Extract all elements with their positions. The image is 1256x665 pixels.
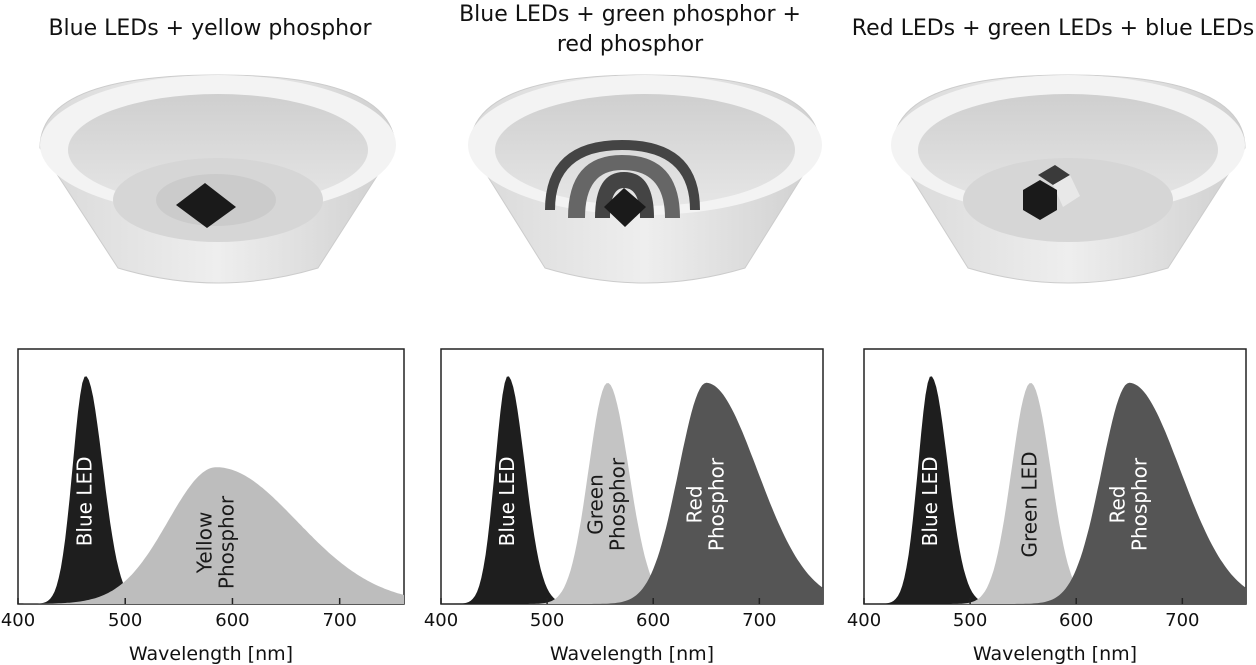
x-axis-label-3: Wavelength [nm] [973, 643, 1137, 665]
peak-label-2-3: RedPhosphor [682, 457, 728, 551]
peak-label-3-1: Blue LED [918, 457, 942, 547]
tick-label-1-2: 500 [108, 610, 142, 631]
spectrum-peak-2-3 [441, 382, 823, 604]
x-axis-label-2: Wavelength [nm] [550, 643, 714, 665]
spectrum-peak-1-2 [18, 467, 404, 604]
led-chip-blue-2 [604, 188, 646, 227]
reflector-cup-3 [891, 74, 1246, 284]
panel-title-3: Red LEDs + green LEDs + blue LEDs [851, 16, 1255, 41]
spectrum-peak-3-2 [864, 383, 1246, 604]
spectrum-peak-3-1 [864, 376, 1246, 604]
spectrum-peak-2-1 [441, 376, 823, 604]
peak-label-2-2: GreenPhosphor [584, 457, 630, 551]
spectra-charts: Blue LED YellowPhosphor 400 500 600 700Wavele… [1, 348, 1247, 665]
tick-label-1-4: 700 [322, 610, 356, 631]
reflector-cup-1 [39, 74, 396, 284]
spectrum-peak-1-1 [18, 376, 404, 604]
reflector-cup-2 [468, 74, 822, 284]
led-chip-blue-1 [176, 183, 236, 228]
panel-title-1: Blue LEDs + yellow phosphor [48, 16, 372, 41]
peak-label-2-1: Blue LED [495, 457, 519, 547]
spectrum-peak-2-2 [441, 383, 823, 604]
peak-label-3-2: Green LED [1018, 451, 1042, 557]
peak-label-1-1: Blue LED [73, 457, 97, 547]
tick-label-2-4: 700 [742, 610, 776, 631]
led-chip-green-3 [1053, 175, 1080, 207]
tick-label-3-4: 700 [1165, 610, 1199, 631]
tick-label-3-2: 500 [953, 610, 987, 631]
panel-title-2-line-2: red phosphor [556, 32, 704, 57]
peak-label-1-2: YellowPhosphor [192, 495, 238, 589]
tick-label-3-1: 400 [847, 610, 881, 631]
x-axis-label-1: Wavelength [nm] [129, 643, 293, 665]
panel-title-2-line-1: Blue LEDs + green phosphor + [459, 2, 801, 27]
led-chip-blue-3 [1023, 180, 1057, 220]
tick-label-3-3: 600 [1059, 610, 1093, 631]
tick-label-1-3: 600 [215, 610, 249, 631]
peak-label-3-3: RedPhosphor [1105, 457, 1151, 551]
led-chip-red-3 [1038, 165, 1070, 185]
panel-title-2: Blue LEDs + green phosphor + red phospho… [420, 0, 840, 60]
tick-label-2-1: 400 [424, 610, 458, 631]
spectrum-peak-3-3 [864, 382, 1246, 604]
tick-label-2-3: 600 [636, 610, 670, 631]
tick-label-2-2: 500 [530, 610, 564, 631]
tick-label-1-1: 400 [1, 610, 35, 631]
